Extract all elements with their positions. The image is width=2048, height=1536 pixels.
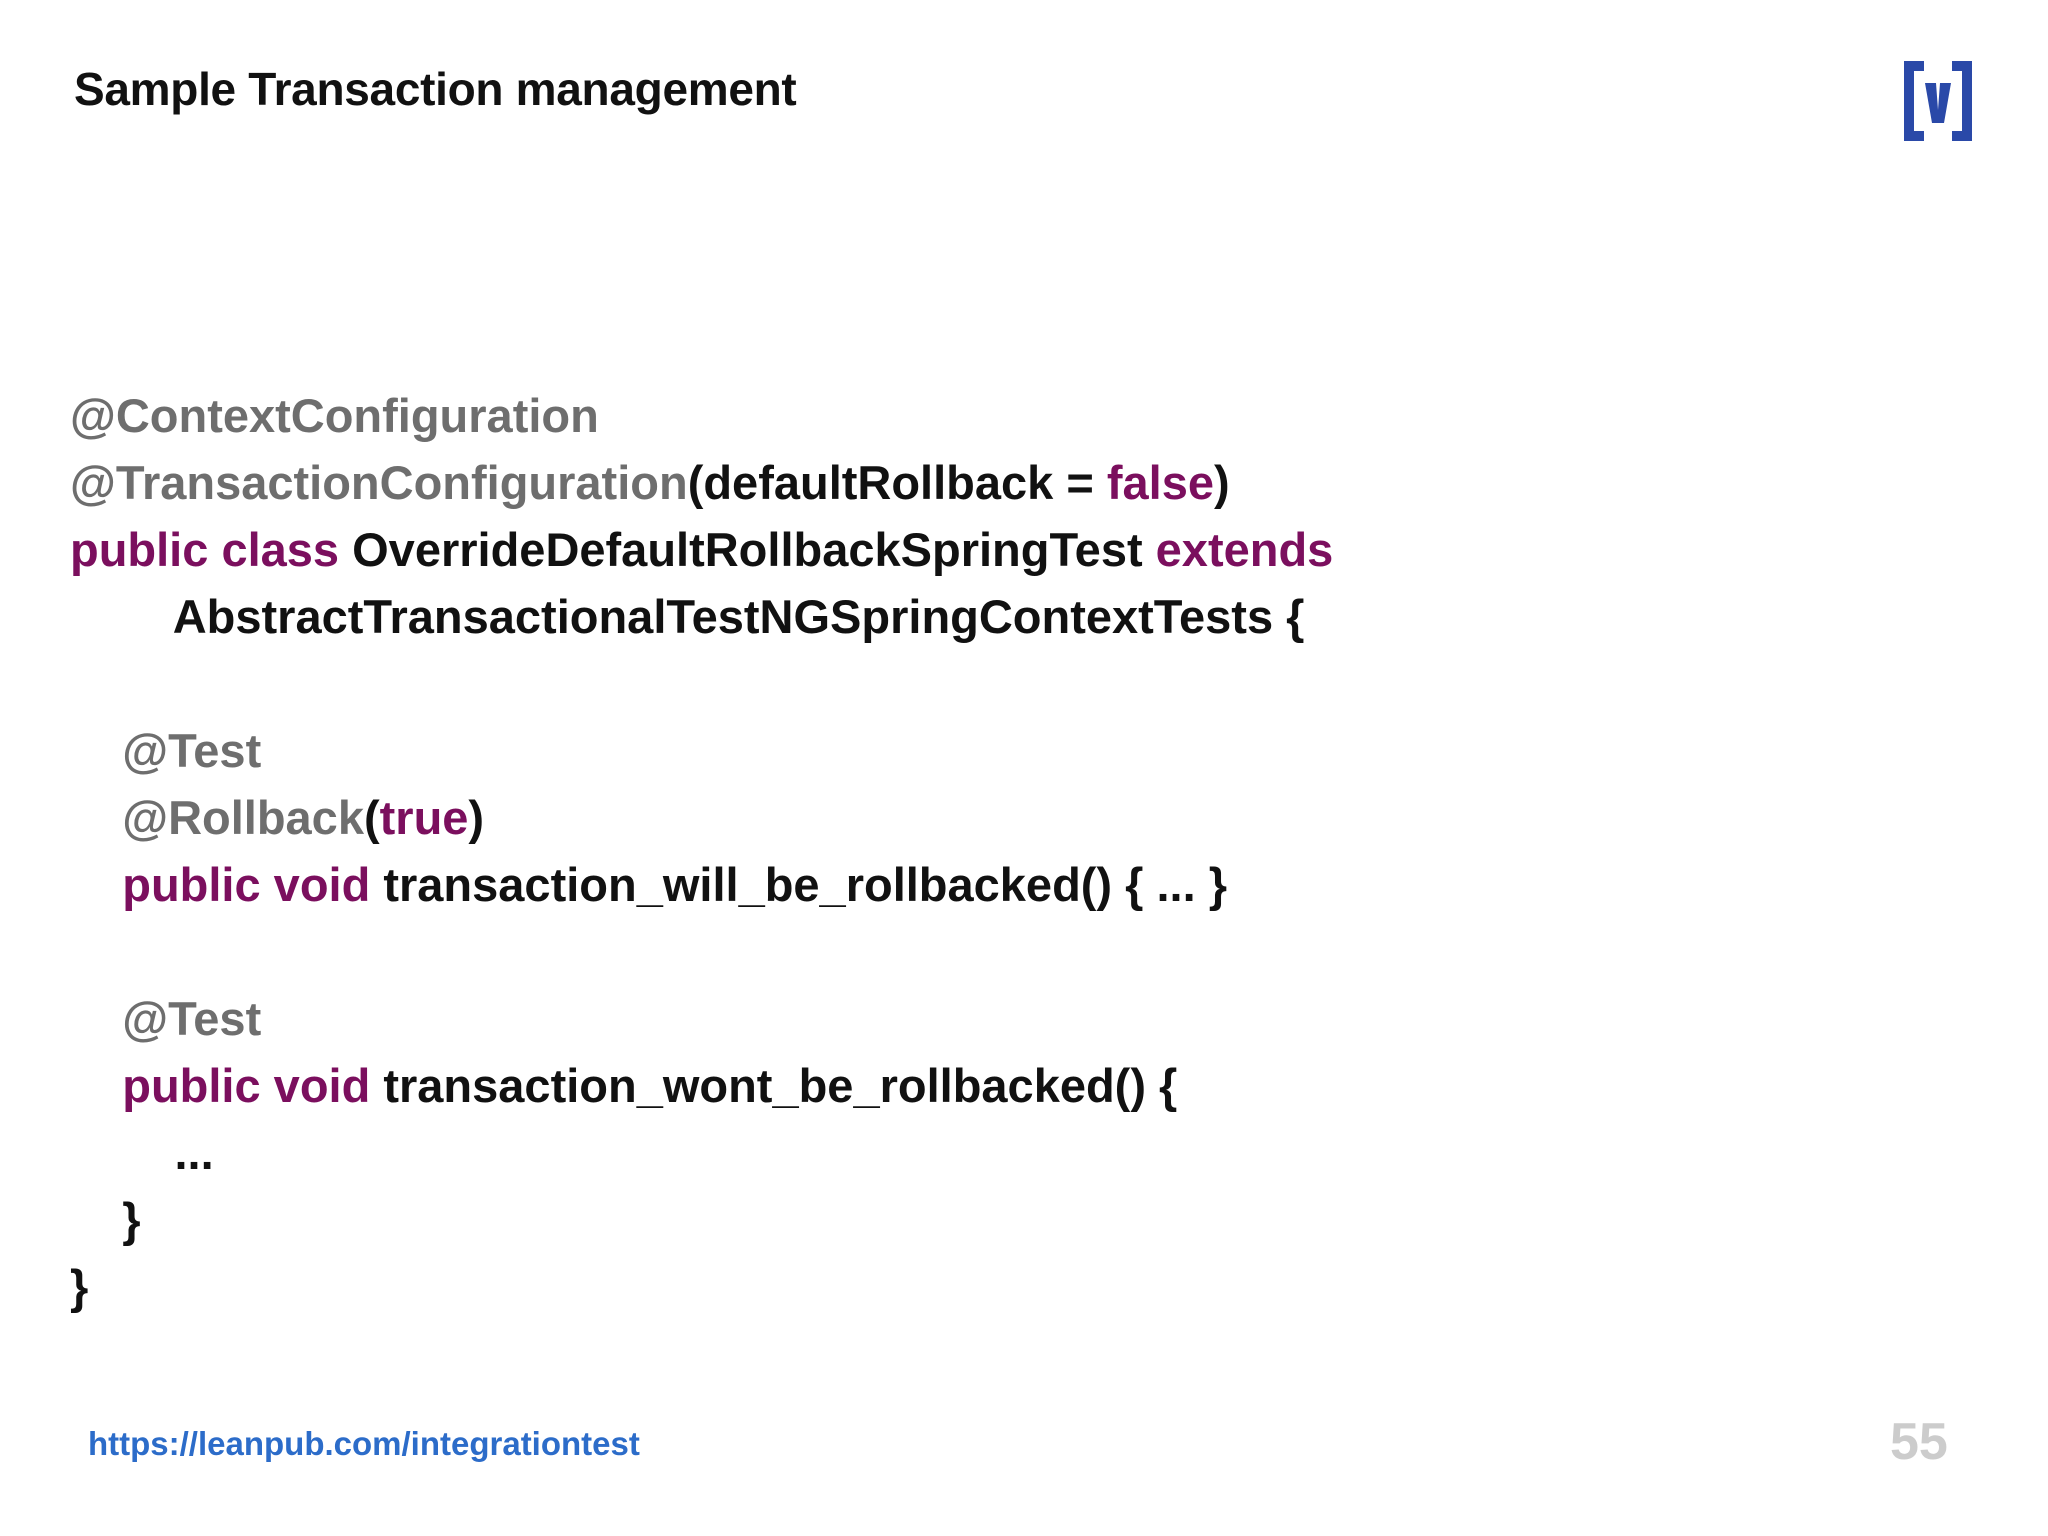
code-token-plain: ... bbox=[70, 1126, 214, 1179]
line-method-wont-be-rollbacked: public void transaction_wont_be_rollback… bbox=[70, 1052, 1333, 1119]
code-token-plain: ( bbox=[363, 791, 380, 844]
code-token-annot: @Rollback bbox=[122, 791, 364, 844]
line-test-annotation-1: @Test bbox=[70, 717, 1333, 784]
code-token-keyword: extends bbox=[1155, 523, 1334, 576]
code-token-plain: transaction_will_be_rollbacked() { ... } bbox=[370, 858, 1228, 911]
line-rollback-annotation: @Rollback(true) bbox=[70, 784, 1333, 851]
line-transaction-configuration: @TransactionConfiguration(defaultRollbac… bbox=[70, 449, 1333, 516]
code-token-plain bbox=[70, 1059, 122, 1112]
code-token-annot: @ContextConfiguration bbox=[70, 389, 599, 442]
code-token-plain bbox=[70, 791, 122, 844]
code-token-plain: transaction_wont_be_rollbacked() { bbox=[370, 1059, 1178, 1112]
line-class-declaration: public class OverrideDefaultRollbackSpri… bbox=[70, 516, 1333, 583]
code-token-plain: OverrideDefaultRollbackSpringTest bbox=[339, 523, 1156, 576]
code-token-plain: } bbox=[70, 1260, 89, 1313]
code-token-literal: false bbox=[1106, 456, 1214, 509]
line-blank-1 bbox=[70, 650, 1333, 717]
code-token-keyword: public class bbox=[70, 523, 340, 576]
line-context-configuration: @ContextConfiguration bbox=[70, 382, 1333, 449]
code-token-plain: ) bbox=[1214, 456, 1230, 509]
line-method-body-ellipsis: ... bbox=[70, 1119, 1333, 1186]
footer-link[interactable]: https://leanpub.com/integrationtest bbox=[88, 1425, 640, 1462]
code-token-plain: (defaultRollback = bbox=[687, 456, 1107, 509]
code-token-annot: @Test bbox=[122, 724, 262, 777]
line-close-class: } bbox=[70, 1253, 1333, 1320]
code-token-plain bbox=[70, 925, 83, 978]
code-token-plain bbox=[70, 657, 83, 710]
line-test-annotation-2: @Test bbox=[70, 985, 1333, 1052]
code-token-plain: } bbox=[70, 1193, 141, 1246]
code-token-plain: AbstractTransactionalTestNGSpringContext… bbox=[70, 590, 1305, 643]
line-method-will-be-rollbacked: public void transaction_will_be_rollback… bbox=[70, 851, 1333, 918]
code-token-annot: @Test bbox=[122, 992, 262, 1045]
code-token-keyword: public void bbox=[122, 858, 371, 911]
code-token-plain bbox=[70, 858, 122, 911]
page-number: 55 bbox=[1890, 1413, 1948, 1471]
page-title: Sample Transaction management bbox=[74, 63, 797, 115]
code-token-literal: true bbox=[379, 791, 469, 844]
code-token-keyword: public void bbox=[122, 1059, 371, 1112]
code-token-annot: @TransactionConfiguration bbox=[70, 456, 688, 509]
code-token-plain bbox=[70, 724, 122, 777]
code-block: @ContextConfiguration @TransactionConfigu… bbox=[70, 382, 1333, 1320]
code-token-plain bbox=[70, 992, 122, 1045]
line-superclass: AbstractTransactionalTestNGSpringContext… bbox=[70, 583, 1333, 650]
brackets-v-logo bbox=[1898, 58, 1978, 144]
line-blank-2 bbox=[70, 918, 1333, 985]
code-token-plain: ) bbox=[468, 791, 485, 844]
line-close-method: } bbox=[70, 1186, 1333, 1253]
